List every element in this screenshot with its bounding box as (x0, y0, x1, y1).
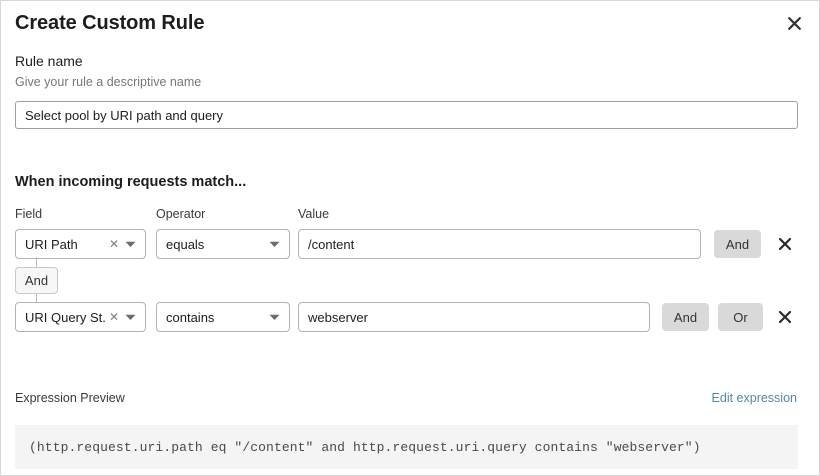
operator-select-2-value: contains (166, 309, 215, 325)
field-select-2[interactable]: URI Query St... ✕ (15, 302, 146, 332)
value-input-1[interactable] (298, 229, 701, 259)
column-header-value: Value (298, 207, 330, 221)
expression-preview-label: Expression Preview (15, 391, 125, 405)
and-button-1[interactable]: And (714, 230, 761, 258)
connector-and-chip[interactable]: And (15, 267, 58, 294)
field-select-2-value: URI Query St... (25, 309, 107, 325)
expression-preview-text: (http.request.uri.path eq "/content" and… (29, 439, 701, 455)
value-input-2[interactable] (298, 302, 650, 332)
chevron-down-icon (125, 314, 145, 321)
page-title: Create Custom Rule (15, 12, 205, 34)
or-button-2[interactable]: Or (718, 303, 763, 331)
clear-icon[interactable]: ✕ (108, 310, 119, 324)
column-header-field: Field (15, 207, 43, 221)
clear-icon[interactable]: ✕ (108, 237, 119, 251)
column-header-operator: Operator (156, 207, 206, 221)
close-icon[interactable] (783, 12, 805, 34)
operator-select-2[interactable]: contains (156, 302, 290, 332)
chevron-down-icon (269, 314, 289, 321)
delete-condition-1-icon[interactable] (776, 235, 794, 253)
condition-row: URI Query St... ✕ contains And Or (1, 302, 819, 332)
edit-expression-link[interactable]: Edit expression (711, 391, 797, 405)
chevron-down-icon (269, 241, 289, 248)
rule-name-label: Rule name (15, 53, 83, 69)
connector-line-top (36, 257, 37, 267)
condition-connector: And (1, 257, 121, 305)
chevron-down-icon (125, 241, 145, 248)
expression-preview-box: (http.request.uri.path eq "/content" and… (15, 425, 798, 469)
connector-line-bottom (36, 294, 37, 304)
match-section-heading: When incoming requests match... (15, 174, 247, 190)
field-select-1-value: URI Path (25, 236, 78, 252)
field-select-1[interactable]: URI Path ✕ (15, 229, 146, 259)
condition-row: URI Path ✕ equals And (1, 229, 819, 259)
operator-select-1-value: equals (166, 236, 205, 252)
delete-condition-2-icon[interactable] (776, 308, 794, 326)
rule-name-input[interactable] (15, 101, 798, 129)
and-button-2[interactable]: And (662, 303, 709, 331)
operator-select-1[interactable]: equals (156, 229, 290, 259)
rule-name-help-text: Give your rule a descriptive name (15, 75, 202, 89)
dialog-header: Create Custom Rule (15, 9, 805, 43)
